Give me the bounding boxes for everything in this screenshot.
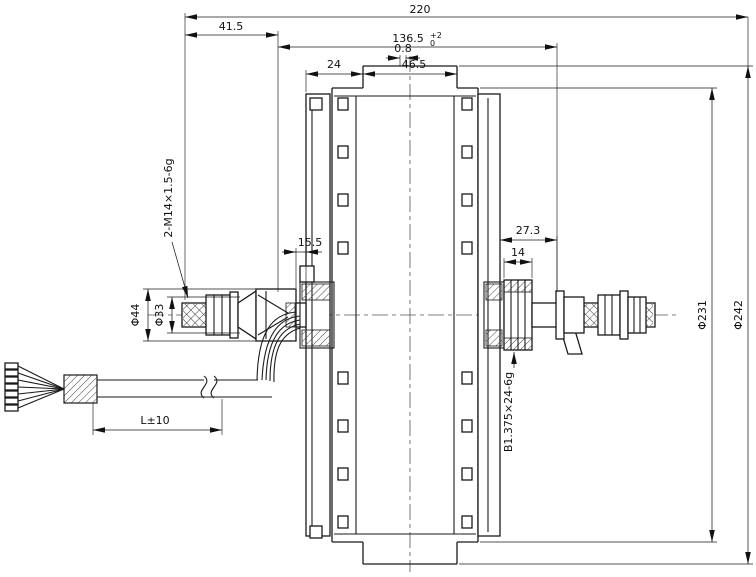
left-flange-spoke-holes: [337, 97, 349, 529]
dim-41-5-label: 41.5: [219, 20, 244, 33]
left-nut: [205, 294, 231, 336]
axle-thread-label: 2-M14×1.5-6g: [162, 158, 175, 237]
dim-dia-33: Φ33: [153, 296, 240, 334]
right-nut-2: [627, 296, 647, 334]
dia-33-label: Φ33: [153, 304, 166, 327]
cable-sleeve: [63, 374, 98, 404]
dim-0-8-label: 0.8: [394, 42, 412, 55]
right-bearing-bottom: [485, 329, 503, 347]
left-axle-assembly: [181, 265, 335, 349]
right-bearing-top: [485, 283, 503, 301]
dim-24-label: 24: [327, 58, 341, 71]
dim-136-5-tol-min: 0: [430, 39, 435, 48]
right-washer-1: [555, 290, 565, 340]
dim-46-5: 46.5: [363, 58, 457, 77]
right-cone-locknut: [563, 296, 585, 334]
plate-bolt-top: [309, 97, 323, 111]
dim-15-5-label: 15.5: [298, 236, 323, 249]
right-washer-2: [619, 290, 629, 340]
dim-27-3-label: 27.3: [516, 224, 541, 237]
dim-24: 24: [305, 58, 363, 92]
right-side-cover: [477, 93, 501, 537]
wire-terminals: [4, 362, 19, 412]
dim-dia-231: Φ231: [480, 87, 717, 543]
dim-dia-44: Φ44: [129, 288, 256, 342]
cable-guide-block: [299, 265, 315, 283]
dim-dia-242: Φ242: [459, 17, 753, 565]
plate-bolt-bottom: [309, 525, 323, 539]
right-flange-spoke-holes: [461, 97, 473, 529]
dia-231-label: Φ231: [696, 300, 709, 330]
dim-cable-length: L±10: [92, 399, 223, 435]
freewheel: [503, 279, 533, 351]
center-band: [362, 65, 458, 565]
dim-0-8: 0.8: [386, 42, 420, 66]
dim-15-5: 15.5: [282, 236, 322, 288]
freewheel-thread-label: B1.375×24-6g: [502, 372, 515, 452]
dia-242-label: Φ242: [732, 300, 745, 330]
dim-27-3: 27.3: [499, 224, 558, 290]
wires: [17, 365, 65, 409]
cable-length-label: L±10: [140, 414, 169, 427]
dim-46-5-label: 46.5: [402, 58, 427, 71]
cable-break-mark: [200, 375, 208, 399]
left-bearing-top: [301, 283, 331, 301]
left-side-plate: [305, 93, 331, 537]
dim-136-5-tol-plus: +2: [430, 31, 442, 40]
right-nut-1: [597, 294, 621, 336]
dim-41-5: 41.5: [185, 20, 279, 292]
dia-44-label: Φ44: [129, 304, 142, 327]
dim-overall-220: 220: [184, 3, 748, 300]
dim-14: 14: [503, 246, 533, 278]
dim-axle-thread: 2-M14×1.5-6g: [162, 158, 189, 299]
dim-freewheel-thread: B1.375×24-6g: [502, 352, 517, 452]
dim-14-label: 14: [511, 246, 525, 259]
right-axle-assembly: [483, 279, 656, 355]
left-hub-boss: [299, 281, 335, 349]
cable-assembly: [4, 311, 301, 412]
dim-220-label: 220: [410, 3, 431, 16]
left-bearing-cone: [237, 289, 257, 341]
dim-136-5-label: 136.5: [392, 32, 424, 45]
left-bearing-bottom: [301, 329, 331, 347]
left-washer: [229, 291, 239, 339]
